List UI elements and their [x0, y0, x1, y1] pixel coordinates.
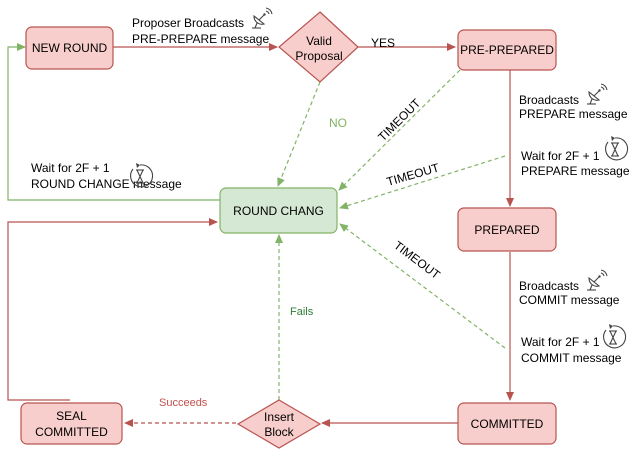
node-round-change-label: ROUND CHANG: [233, 204, 324, 218]
label-wait-prepare-1: Wait for 2F + 1: [521, 149, 600, 163]
node-new-round: NEW ROUND: [25, 26, 114, 70]
label-timeout-pre-prepared: TIMEOUT: [375, 96, 424, 145]
node-seal-committed: SEAL COMMITTED: [20, 402, 123, 445]
node-committed-label: COMMITTED: [471, 417, 544, 431]
label-wait-prepare-2: PREPARE message: [521, 164, 630, 178]
node-round-change: ROUND CHANG: [219, 187, 338, 234]
satellite-dish-icon: [252, 7, 273, 29]
label-fails: Fails: [290, 306, 314, 318]
node-valid-proposal: Valid Proposal: [278, 11, 359, 83]
node-valid-proposal-label-1: Valid: [306, 34, 332, 48]
hourglass-timer-icon: [130, 163, 154, 188]
edge-pre-prepared-timeout: [338, 69, 461, 191]
label-no: NO: [329, 116, 347, 130]
label-broadcasts-prepare-2: PREPARE message: [519, 107, 628, 121]
node-insert-block-label-1: Insert: [264, 410, 295, 424]
node-insert-block-label-2: Block: [264, 425, 294, 439]
node-prepared: PREPARED: [457, 207, 557, 252]
node-pre-prepared-label: PRE-PREPARED: [460, 43, 554, 57]
label-broadcasts-commit-1: Broadcasts: [519, 279, 579, 293]
edge-seal-to-round-change: [7, 218, 218, 401]
hourglass-timer-icon: [605, 136, 629, 161]
satellite-dish-icon: [587, 269, 608, 291]
hourglass-timer-icon: [603, 324, 627, 349]
label-broadcasts-prepare-1: Broadcasts: [519, 93, 579, 107]
label-wait-commit-1: Wait for 2F + 1: [521, 335, 600, 349]
edge-valid-to-round-change: [277, 81, 321, 187]
label-timeout-prepare: TIMEOUT: [385, 160, 441, 189]
node-seal-committed-label-1: SEAL: [56, 409, 87, 423]
node-insert-block: Insert Block: [236, 399, 322, 449]
label-wait-round-change-2: ROUND CHANGE message: [31, 177, 182, 191]
node-pre-prepared: PRE-PREPARED: [457, 29, 557, 71]
label-yes: YES: [371, 36, 395, 50]
label-proposer-broadcasts-1: Proposer Broadcasts: [132, 16, 244, 30]
satellite-dish-icon: [587, 83, 608, 105]
node-seal-committed-label-2: COMMITTED: [35, 425, 108, 439]
node-committed: COMMITTED: [457, 402, 557, 445]
label-succeeds: Succeeds: [159, 397, 208, 409]
label-proposer-broadcasts-2: PRE-PREPARE message: [132, 32, 269, 46]
label-broadcasts-commit-2: COMMIT message: [519, 293, 620, 307]
label-timeout-commit: TIMEOUT: [391, 238, 443, 282]
node-valid-proposal-label-2: Proposal: [295, 49, 342, 63]
edge-prepare-timeout: [339, 155, 506, 210]
label-wait-round-change-1: Wait for 2F + 1: [31, 161, 110, 175]
node-new-round-label: NEW ROUND: [32, 41, 108, 55]
label-wait-commit-2: COMMIT message: [521, 351, 622, 365]
node-prepared-label: PREPARED: [474, 223, 539, 237]
edge-round-change-to-new-round: [7, 43, 220, 201]
